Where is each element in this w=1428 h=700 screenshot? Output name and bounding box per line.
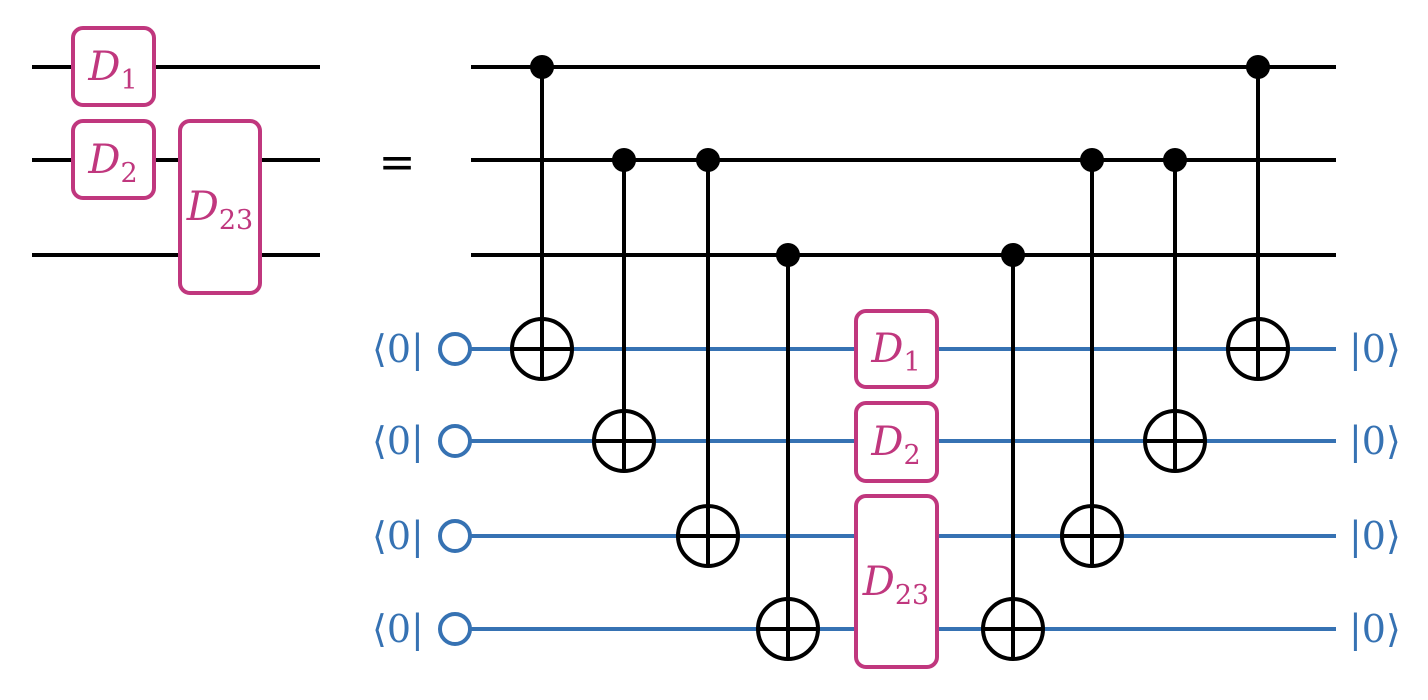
cnot-6 [1060,148,1124,568]
ancilla-ket-label-3: |0⟩ [1349,514,1401,558]
cnot-2 [592,148,656,473]
ancilla-init-4: ⟨0| [372,607,472,651]
control-dot [776,243,800,267]
left-gate-d1-label: D1 [87,44,137,96]
right-gate-d2: D2 [854,401,939,483]
right-circuit: ⟨0| ⟨0| ⟨0| ⟨0| |0⟩ |0⟩ |0⟩ |0⟩ [372,55,1401,669]
ancilla-ket-label-1: |0⟩ [1349,327,1401,371]
cnot-8 [1226,55,1290,381]
control-dot [1001,243,1025,267]
control-dot [1246,55,1270,79]
left-gate-d23: D23 [178,119,262,295]
cnot-4 [756,243,820,661]
equals-sign: = [379,137,416,188]
cnot-7 [1143,148,1207,473]
ancilla-bra-label-4: ⟨0| [372,607,424,651]
left-gate-d23-label: D23 [186,184,253,236]
left-gate-d1: D1 [71,26,156,107]
ancilla-init-circle-4 [438,612,472,646]
ancilla-init-circle-3 [438,519,472,553]
cnot-5 [981,243,1045,661]
ancilla-ket-label-4: |0⟩ [1349,607,1401,651]
cnot-1 [510,55,574,381]
ancilla-init-circle-1 [438,332,472,366]
ancilla-bra-label-2: ⟨0| [372,419,424,463]
cnot-3 [676,148,740,568]
left-circuit: D1 D2 D23 [32,26,320,295]
ancilla-bra-label-3: ⟨0| [372,514,424,558]
ancilla-bra-label-1: ⟨0| [372,327,424,371]
right-gate-d23: D23 [854,494,939,669]
ancilla-init-2: ⟨0| [372,419,472,463]
ancilla-ket-label-2: |0⟩ [1349,419,1401,463]
left-gate-d2-label: D2 [87,137,137,189]
control-dot [612,148,636,172]
control-dot [1163,148,1187,172]
right-gate-d1-label: D1 [870,326,920,378]
control-dot [1080,148,1104,172]
right-gate-d1: D1 [854,309,939,389]
right-gate-d2-label: D2 [870,419,920,471]
left-gate-d2: D2 [71,119,156,200]
right-gate-d23-label: D23 [862,559,929,611]
control-dot [696,148,720,172]
ancilla-init-circle-2 [438,424,472,458]
ancilla-init-1: ⟨0| [372,327,472,371]
ancilla-init-3: ⟨0| [372,514,472,558]
control-dot [530,55,554,79]
